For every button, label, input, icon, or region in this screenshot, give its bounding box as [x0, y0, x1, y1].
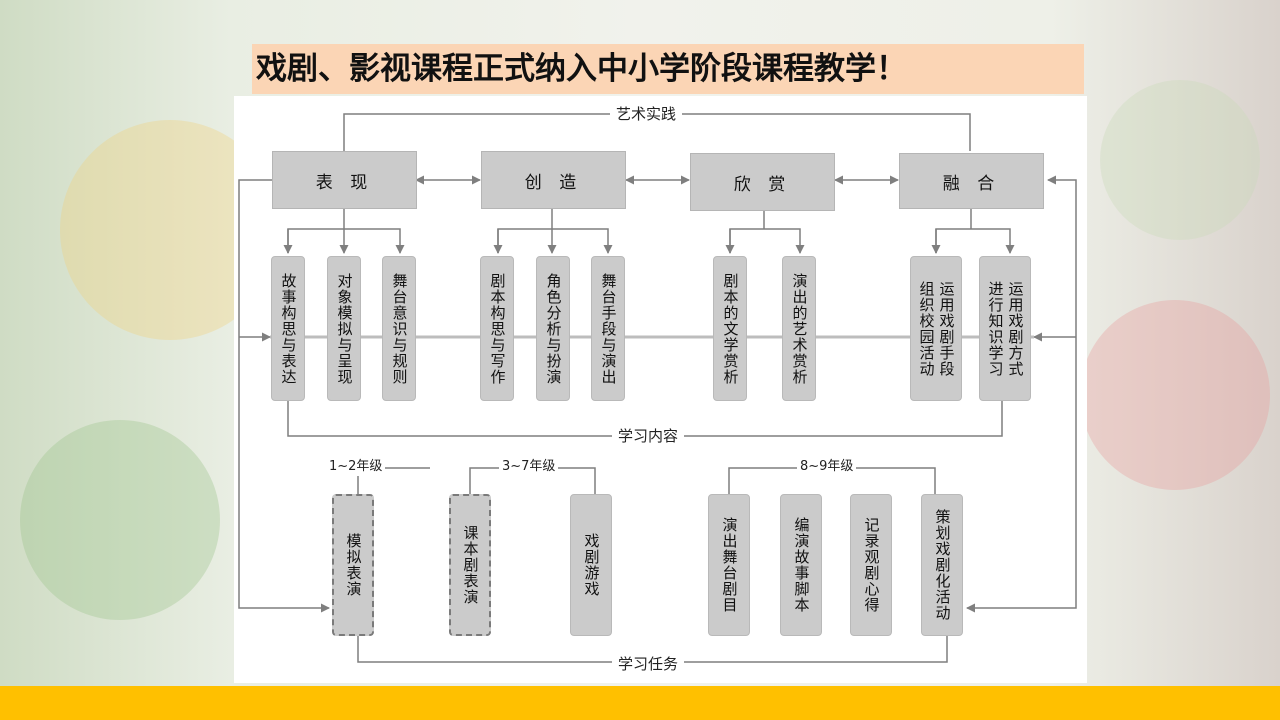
category-chuangzao: 创 造 [481, 151, 626, 209]
grade-label: 8~9年级 [797, 458, 857, 476]
content-text: 运用戏剧手段 [937, 280, 956, 377]
task-text: 记录观剧心得 [862, 517, 881, 613]
content-text: 组织校园活动 [917, 280, 936, 377]
content-box: 角色分析与扮演 [536, 256, 570, 401]
content-box: 剧本构思与写作 [480, 256, 514, 401]
task-box: 戏剧游戏 [570, 494, 612, 636]
task-box: 记录观剧心得 [850, 494, 892, 636]
art-practice-label: 艺术实践 [610, 104, 683, 124]
content-text: 角色分析与扮演 [544, 272, 563, 385]
task-box: 课本剧表演 [449, 494, 491, 636]
content-text: 进行知识学习 [986, 280, 1005, 377]
category-ronghe: 融 合 [899, 153, 1044, 209]
bottom-accent-bar [0, 686, 1280, 720]
task-text: 编演故事脚本 [792, 517, 811, 613]
category-xinshang: 欣 赏 [690, 153, 835, 211]
content-box: 演出的艺术赏析 [782, 256, 816, 401]
task-text: 课本剧表演 [461, 525, 480, 605]
task-box: 模拟表演 [332, 494, 374, 636]
content-text: 演出的艺术赏析 [790, 272, 809, 385]
grade-label: 1~2年级 [326, 458, 386, 476]
task-box: 策划戏剧化活动 [921, 494, 963, 636]
content-box: 舞台手段与演出 [591, 256, 625, 401]
content-text: 故事构思与表达 [279, 272, 298, 385]
learning-task-label: 学习任务 [612, 654, 685, 674]
content-box: 对象模拟与呈现 [327, 256, 361, 401]
task-text: 戏剧游戏 [582, 533, 601, 597]
content-box: 运用戏剧方式 进行知识学习 [979, 256, 1031, 401]
content-text: 对象模拟与呈现 [335, 272, 354, 385]
content-text: 舞台手段与演出 [599, 272, 618, 385]
page-title: 戏剧、影视课程正式纳入中小学阶段课程教学！ [252, 44, 1084, 94]
content-box: 剧本的文学赏析 [713, 256, 747, 401]
task-text: 模拟表演 [344, 533, 363, 597]
task-box: 编演故事脚本 [780, 494, 822, 636]
content-text: 剧本的文学赏析 [721, 272, 740, 385]
content-text: 舞台意识与规则 [390, 272, 409, 385]
task-text: 策划戏剧化活动 [933, 509, 952, 621]
content-box: 舞台意识与规则 [382, 256, 416, 401]
task-text: 演出舞台剧目 [720, 517, 739, 613]
content-text: 运用戏剧方式 [1006, 280, 1025, 377]
content-box: 故事构思与表达 [271, 256, 305, 401]
content-box: 运用戏剧手段 组织校园活动 [910, 256, 962, 401]
category-biaoxian: 表 现 [272, 151, 417, 209]
grade-label: 3~7年级 [499, 458, 559, 476]
learning-content-label: 学习内容 [612, 426, 685, 446]
content-text: 剧本构思与写作 [488, 272, 507, 385]
task-box: 演出舞台剧目 [708, 494, 750, 636]
curriculum-diagram: 艺术实践 学习内容 学习任务 表 现 创 造 欣 赏 融 合 故事构思与表达 对… [234, 96, 1087, 683]
